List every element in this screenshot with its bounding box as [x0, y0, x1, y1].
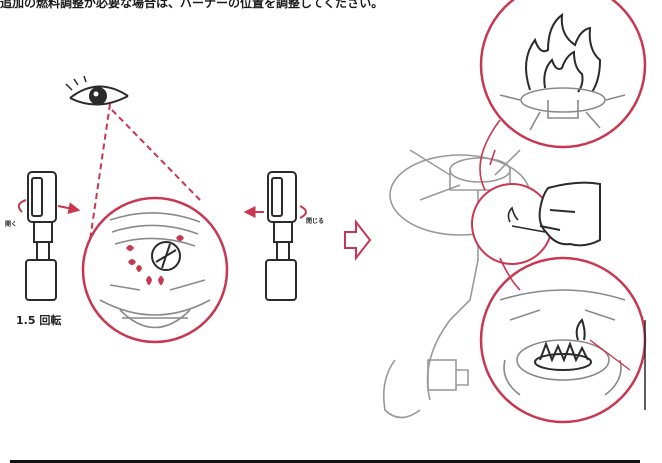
turns-label: 1.5 回転 [16, 312, 61, 328]
valve-knob-icon [26, 172, 56, 300]
burner-flame-closeup-circle [481, 258, 645, 422]
open-label: 開く [5, 219, 17, 228]
close-label: 閉じる [306, 216, 324, 225]
eye-icon [66, 76, 128, 105]
valve-knob-icon [266, 172, 296, 300]
burner-closeup-circle [83, 198, 227, 342]
flame-closeup-circle [481, 0, 645, 165]
arrow-right-icon [345, 222, 370, 258]
hand-icon [540, 183, 600, 246]
